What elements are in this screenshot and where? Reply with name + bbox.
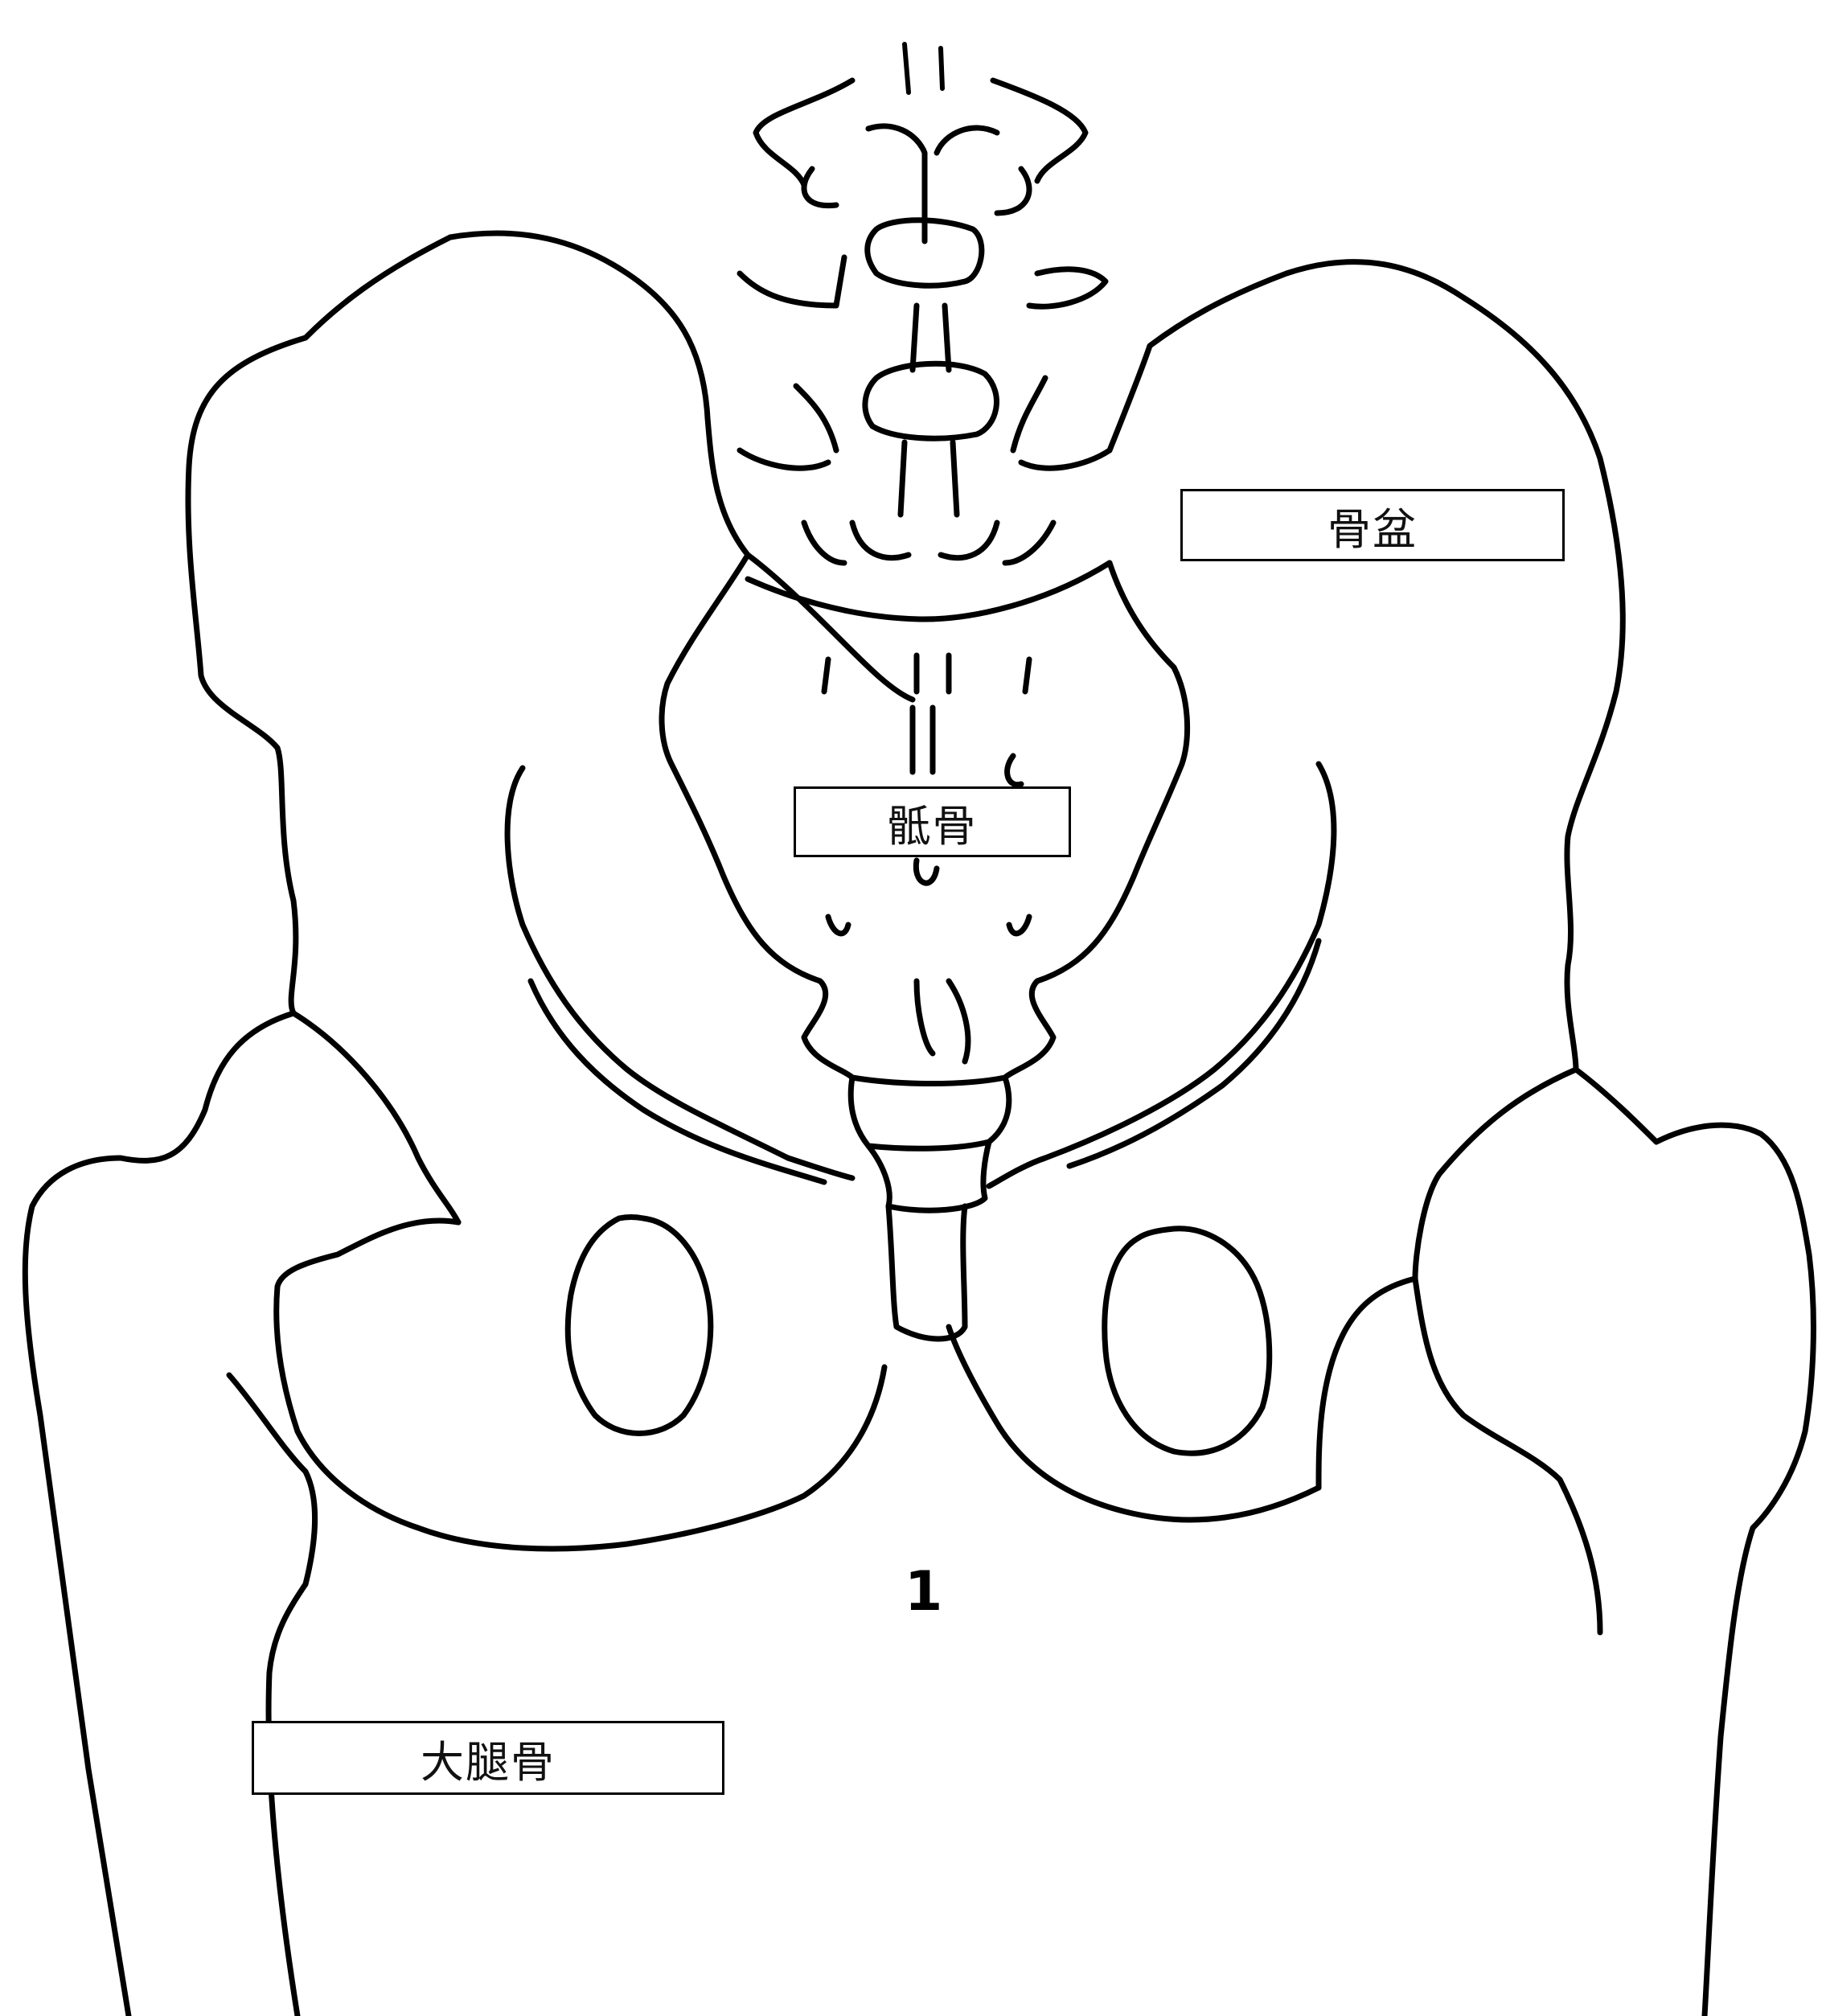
label-femur-text: 大腿骨 — [421, 1727, 556, 1790]
label-femur: 大腿骨 — [252, 1721, 724, 1795]
figure-number: 1 — [905, 1560, 942, 1624]
label-sacrum-text: 骶骨 — [888, 790, 978, 854]
coccyx — [851, 1078, 1009, 1339]
label-pelvis: 骨盆 — [1180, 489, 1565, 561]
label-pelvis-text: 骨盆 — [1327, 494, 1418, 557]
label-sacrum: 骶骨 — [794, 786, 1071, 857]
lumbar-spine — [740, 44, 1110, 563]
